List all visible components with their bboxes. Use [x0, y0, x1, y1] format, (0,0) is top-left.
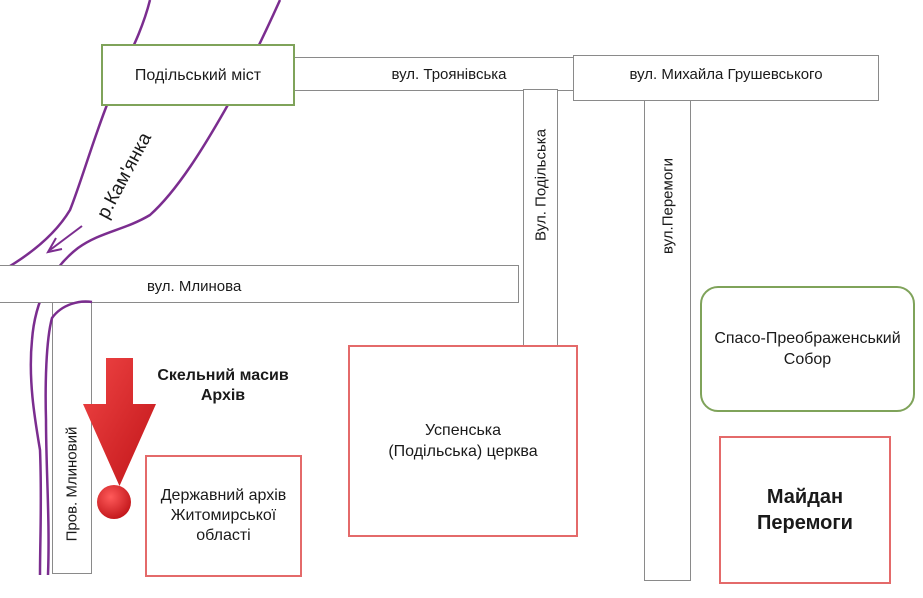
uspenska-church-label: Успенська (Подільська) церква — [388, 422, 538, 460]
rock-massif-label: Скельний масив Архів — [157, 367, 289, 404]
location-dot-icon — [97, 485, 131, 519]
spaso-preobrazhenskyi-sobor: Спасо-Преображенський Собор — [700, 286, 915, 412]
street-peremohy: вул.Перемоги — [644, 100, 691, 581]
street-hrushevskoho-label: вул. Михайла Грушевського — [629, 65, 823, 83]
river-bank-right — [29, 0, 282, 576]
street-mlynova: вул. Млинова — [0, 265, 519, 303]
street-hrushevskoho: вул. Михайла Грушевського — [573, 55, 879, 101]
river-bank-left-lower — [44, 300, 93, 576]
state-archive-label: Державний архів Житомирської області — [160, 487, 287, 544]
street-troianivska: вул. Троянівська — [293, 57, 581, 91]
maidan-peremohy-label: Майдан Перемоги — [757, 486, 853, 534]
red-down-arrow-icon — [83, 358, 156, 486]
street-mlynovyi: Пров. Млиновий — [52, 302, 92, 574]
river-flow-arrowhead — [46, 237, 63, 254]
sobor-label: Спасо-Преображенський Собор — [714, 330, 901, 368]
podilskyi-bridge: Подільський міст — [101, 44, 295, 106]
maidan-peremohy: Майдан Перемоги — [719, 436, 891, 584]
street-troianivska-label: вул. Троянівська — [391, 65, 507, 83]
podilskyi-bridge-label: Подільський міст — [134, 66, 262, 84]
state-archive: Державний архів Житомирської області — [145, 455, 302, 577]
uspenska-church: Успенська (Подільська) церква — [348, 345, 578, 537]
river-flow-arrow — [49, 225, 83, 251]
street-mlynova-label: вул. Млинова — [147, 277, 242, 295]
street-podilska: Вул. Подільська — [523, 89, 558, 347]
